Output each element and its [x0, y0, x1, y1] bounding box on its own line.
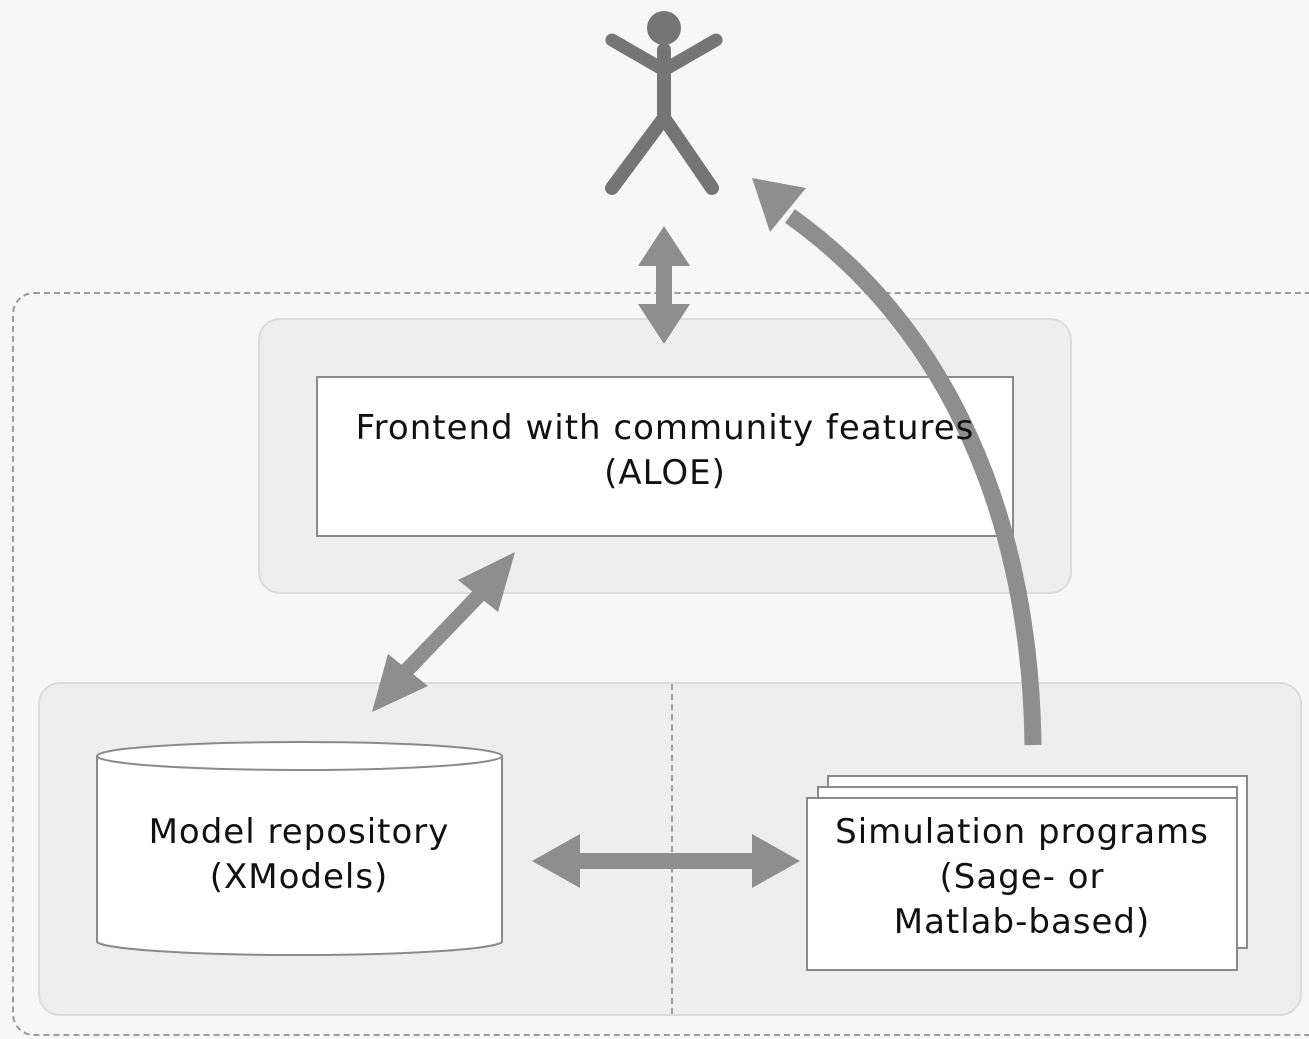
- model-repository-subtitle: (XModels): [209, 857, 389, 897]
- user-frontend-arrow: [638, 226, 690, 344]
- frontend-title: Frontend with community features: [355, 408, 975, 448]
- simulation-programs-label: Simulation programs (Sage- or Matlab-bas…: [806, 810, 1238, 945]
- simulation-programs-title: Simulation programs: [835, 812, 1209, 852]
- frontend-repository-arrow: [372, 552, 515, 712]
- backend-divider: [671, 684, 673, 1014]
- simulation-programs-subtitle-1: (Sage- or: [939, 857, 1105, 897]
- user-stick-figure-icon: [605, 11, 723, 195]
- frontend-label: Frontend with community features (ALOE): [316, 406, 1014, 496]
- frontend-box: [316, 376, 1014, 537]
- simulation-user-arrow: [752, 178, 1042, 746]
- model-repository-label: Model repository (XModels): [96, 810, 502, 900]
- frontend-subtitle: (ALOE): [604, 453, 726, 493]
- model-repository-cylinder: [96, 741, 503, 957]
- simulation-programs-subtitle-2: Matlab-based): [893, 902, 1151, 942]
- simulation-programs-box: [806, 797, 1238, 971]
- repository-simulation-arrow: [532, 834, 800, 888]
- model-repository-title: Model repository: [148, 812, 450, 852]
